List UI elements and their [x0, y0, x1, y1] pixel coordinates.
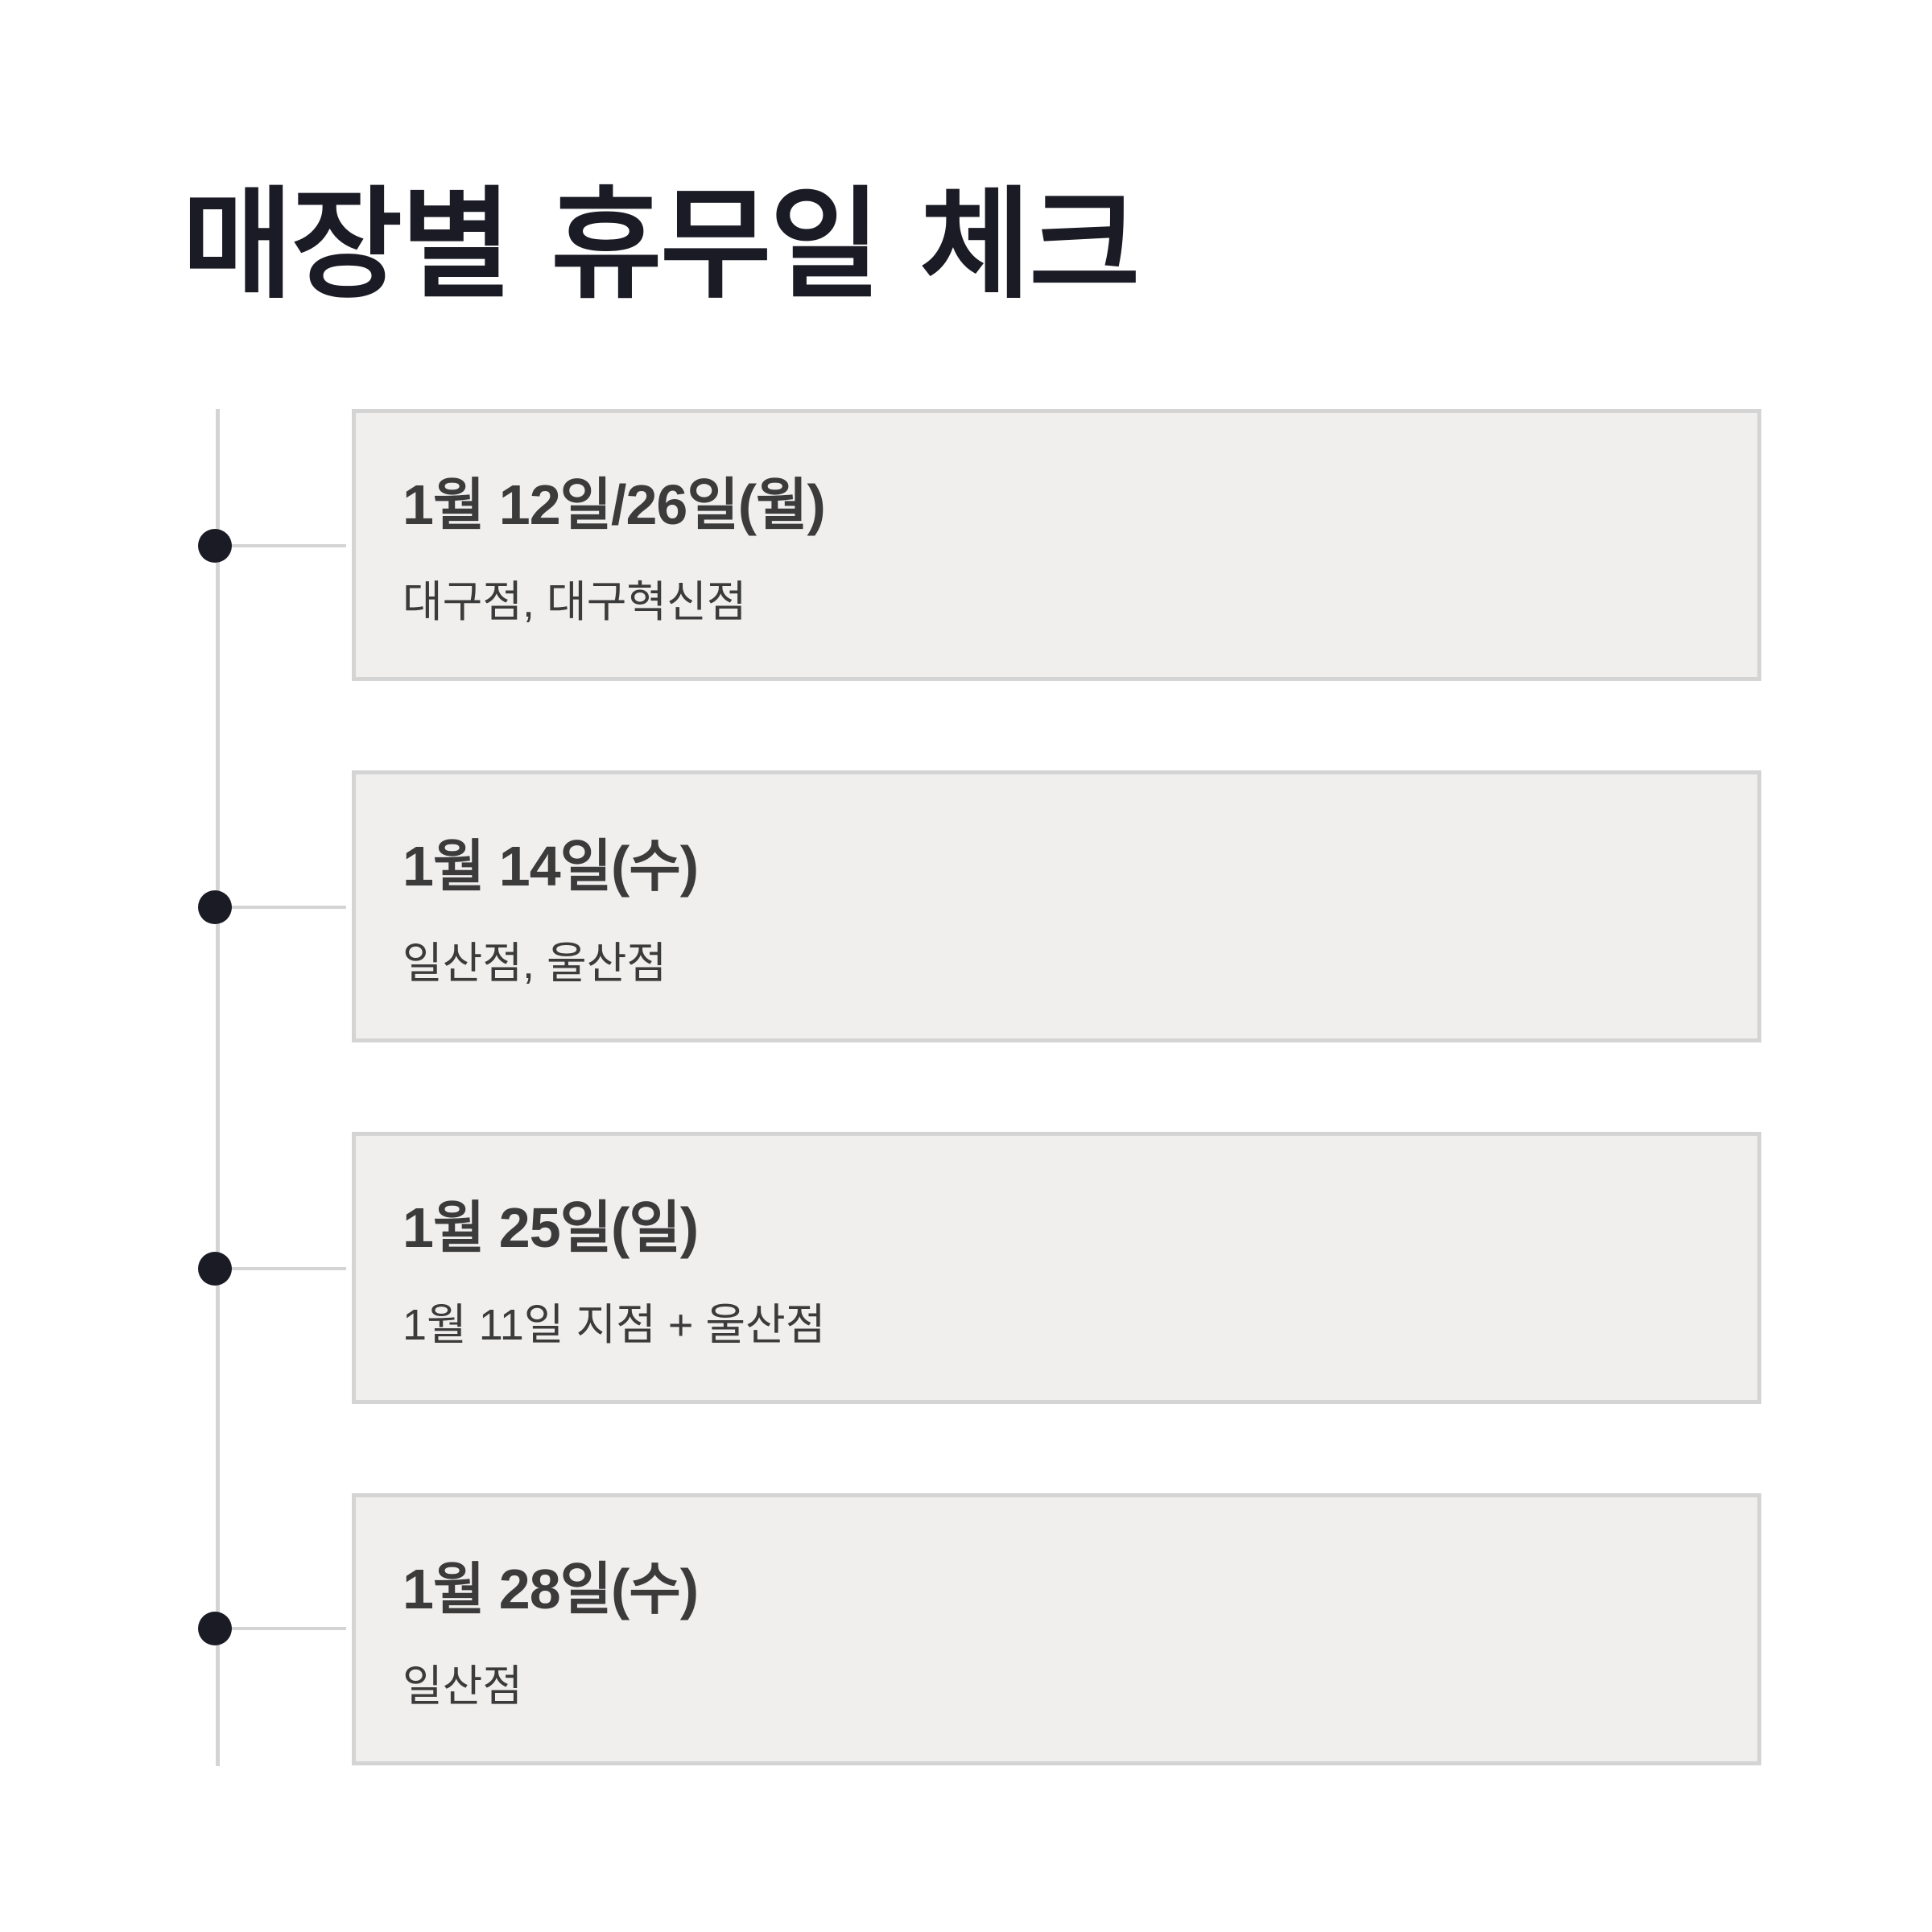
holiday-card: 1월 25일(일) 1월 11일 지점 + 울산점	[352, 1132, 1761, 1404]
timeline-dot	[198, 1252, 232, 1286]
holiday-stores: 일산점	[402, 1662, 523, 1711]
holiday-card: 1월 14일(수) 일산점, 울산점	[352, 770, 1761, 1042]
timeline-dot	[198, 529, 232, 563]
timeline-line	[216, 409, 220, 1766]
holiday-card: 1월 12일/26일(월) 대구점, 대구혁신점	[352, 409, 1761, 681]
holiday-stores: 대구점, 대구혁신점	[402, 578, 747, 626]
timeline-connector	[216, 1267, 346, 1270]
holiday-date: 1월 14일(수)	[402, 835, 699, 898]
holiday-stores: 1월 11일 지점 + 울산점	[402, 1301, 826, 1349]
holiday-date: 1월 12일/26일(월)	[402, 473, 826, 536]
timeline-connector	[216, 544, 346, 547]
timeline-connector	[216, 906, 346, 909]
holiday-date: 1월 25일(일)	[402, 1196, 699, 1259]
timeline-dot	[198, 1612, 232, 1645]
timeline-dot	[198, 890, 232, 924]
page-title: 매장별 휴무일 체크	[182, 175, 1140, 316]
holiday-card: 1월 28일(수) 일산점	[352, 1493, 1761, 1765]
holiday-date: 1월 28일(수)	[402, 1558, 699, 1620]
holiday-stores: 일산점, 울산점	[402, 939, 667, 988]
timeline-connector	[216, 1627, 346, 1630]
